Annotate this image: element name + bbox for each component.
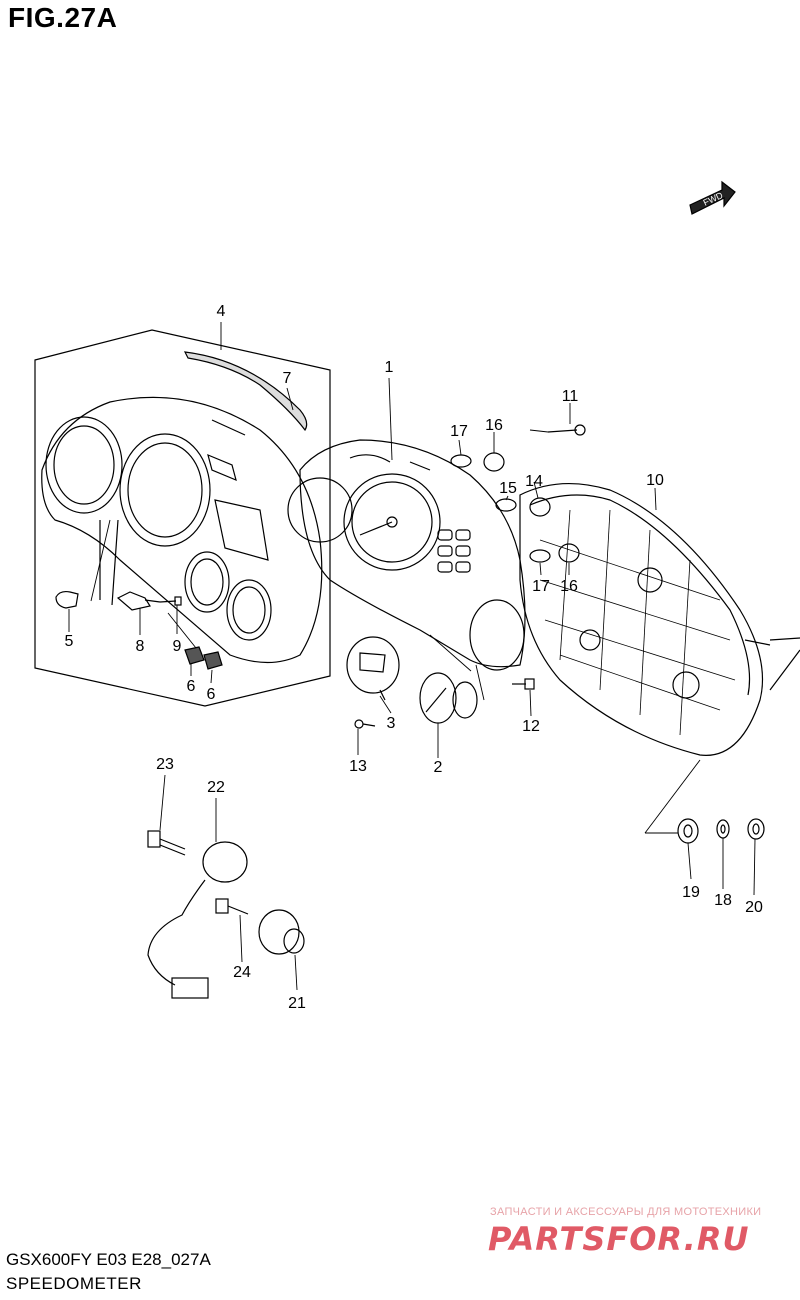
callout-23: 23 [156, 756, 174, 773]
callout-2: 2 [434, 759, 443, 776]
callout-19: 19 [682, 884, 700, 901]
socket-8-icon [116, 591, 161, 611]
callout-8: 8 [136, 638, 145, 655]
washer-18-icon [716, 819, 730, 839]
gauge-unit-2 [419, 672, 478, 724]
callout-22: 22 [207, 779, 225, 796]
callout-16a: 16 [485, 417, 503, 434]
screw-9-icon [159, 596, 182, 606]
callout-7: 7 [283, 370, 292, 387]
figure-title: FIG.27A [8, 2, 118, 33]
diagram-name: SPEEDOMETER [6, 1274, 142, 1293]
callout-20: 20 [745, 899, 763, 916]
callout-6b: 6 [207, 686, 216, 703]
cover-assembly-frame [34, 329, 331, 707]
callout-1: 1 [385, 359, 394, 376]
callout-17b: 17 [532, 578, 550, 595]
bulb-17b-icon [529, 549, 551, 563]
part-7-strip [183, 351, 308, 432]
callout-13: 13 [349, 758, 367, 775]
callout-5: 5 [65, 633, 74, 650]
callout-17a: 17 [450, 423, 468, 440]
watermark-logo: PARTSFOR.RU [488, 1220, 750, 1258]
callout-11: 11 [562, 388, 579, 405]
gauge-unit-3 [346, 636, 400, 701]
callout-12: 12 [522, 718, 540, 735]
grommet-19-icon [677, 818, 699, 844]
bulb-17a-icon [450, 454, 472, 468]
nut-20-icon [747, 818, 765, 840]
callout-21: 21 [288, 995, 306, 1012]
socket-14-icon [529, 497, 551, 517]
speedometer-panel [287, 439, 526, 671]
callout-24: 24 [233, 964, 251, 981]
bulb-5-icon [55, 590, 79, 609]
callout-16b: 16 [560, 578, 578, 595]
bulb-6b-icon [203, 651, 223, 670]
callout-6a: 6 [187, 678, 196, 695]
callout-18: 18 [714, 892, 732, 909]
socket-16a-icon [483, 452, 505, 472]
bolt-23-icon [147, 830, 186, 856]
watermark-tagline: ЗАПЧАСТИ И АКСЕССУАРЫ ДЛЯ МОТОТЕХНИКИ [490, 1206, 762, 1218]
diagram-code: GSX600FY E03 E28_027A [6, 1250, 211, 1269]
meter-cover [41, 396, 323, 664]
socket-21-icon [258, 909, 305, 955]
screw-11-icon [547, 424, 586, 436]
bulb-6a-icon [184, 646, 205, 665]
callout-15: 15 [499, 480, 517, 497]
callout-14: 14 [525, 473, 543, 490]
leader-lines [68, 322, 756, 991]
bolt-24-icon [215, 898, 249, 915]
callout-4: 4 [217, 303, 226, 320]
callout-9: 9 [173, 638, 182, 655]
bulb-15-icon [495, 498, 517, 512]
callout-3: 3 [387, 715, 396, 732]
sensor-22-icon [147, 841, 248, 999]
fwd-arrow-icon: FWD [689, 180, 736, 215]
screw-13-icon [354, 719, 376, 729]
screw-12-icon [512, 678, 535, 690]
socket-16b-icon [558, 543, 580, 563]
rear-case [519, 483, 800, 756]
callout-10: 10 [646, 472, 664, 489]
